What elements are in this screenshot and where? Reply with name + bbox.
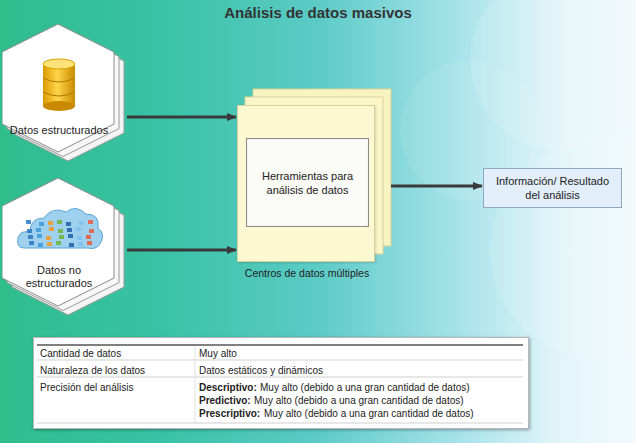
data-center-stack: Centros de datos múltiplesHerramientas p…	[237, 105, 375, 262]
properties-table: Cantidad de datos Muy altoNaturaleza de l…	[33, 337, 529, 429]
stack-caption: Centros de datos múltiples	[228, 267, 386, 279]
diagram-title: Análisis de datos masivos	[0, 4, 636, 21]
flow-arrow	[127, 249, 236, 252]
result-box: Información/ Resultado del análisis	[483, 168, 622, 208]
table-rules	[33, 337, 529, 429]
row-header: Naturaleza de los datos	[40, 365, 145, 377]
table-cell: Muy alto	[199, 348, 237, 360]
table-cell: Descriptivo:	[199, 382, 257, 394]
node-label: Datos no estructurados	[8, 264, 110, 290]
table-cell: Prescriptivo:	[199, 408, 260, 420]
hexagon-node: Datos estructurados	[2, 24, 126, 164]
row-header: Cantidad de datos	[40, 348, 121, 360]
node-label: Información/ Resultado del análisis	[492, 174, 613, 202]
cloud-icon	[18, 208, 103, 248]
table-cell: Muy alto (debido a una gran cantidad de …	[254, 395, 464, 407]
hexagon-outline	[2, 178, 126, 318]
table-cell: Predictivo:	[199, 395, 251, 407]
flow-arrow	[391, 185, 482, 188]
tool-box: Herramientas para análisis de datos	[246, 138, 369, 227]
row-header: Precisión del análisis	[40, 382, 133, 394]
hexagon-node: Datos no estructurados	[2, 178, 126, 318]
database-icon	[43, 59, 75, 111]
flow-arrow	[127, 116, 236, 119]
hexagon-outline	[2, 24, 126, 164]
node-label: Datos estructurados	[8, 124, 110, 137]
table-cell: Datos estáticos y dinámicos	[199, 365, 323, 377]
table-cell: Muy alto (debido a una gran cantidad de …	[260, 382, 470, 394]
node-label: Herramientas para análisis de datos	[255, 169, 360, 197]
table-cell: Muy alto (debido a una gran cantidad de …	[264, 408, 474, 420]
